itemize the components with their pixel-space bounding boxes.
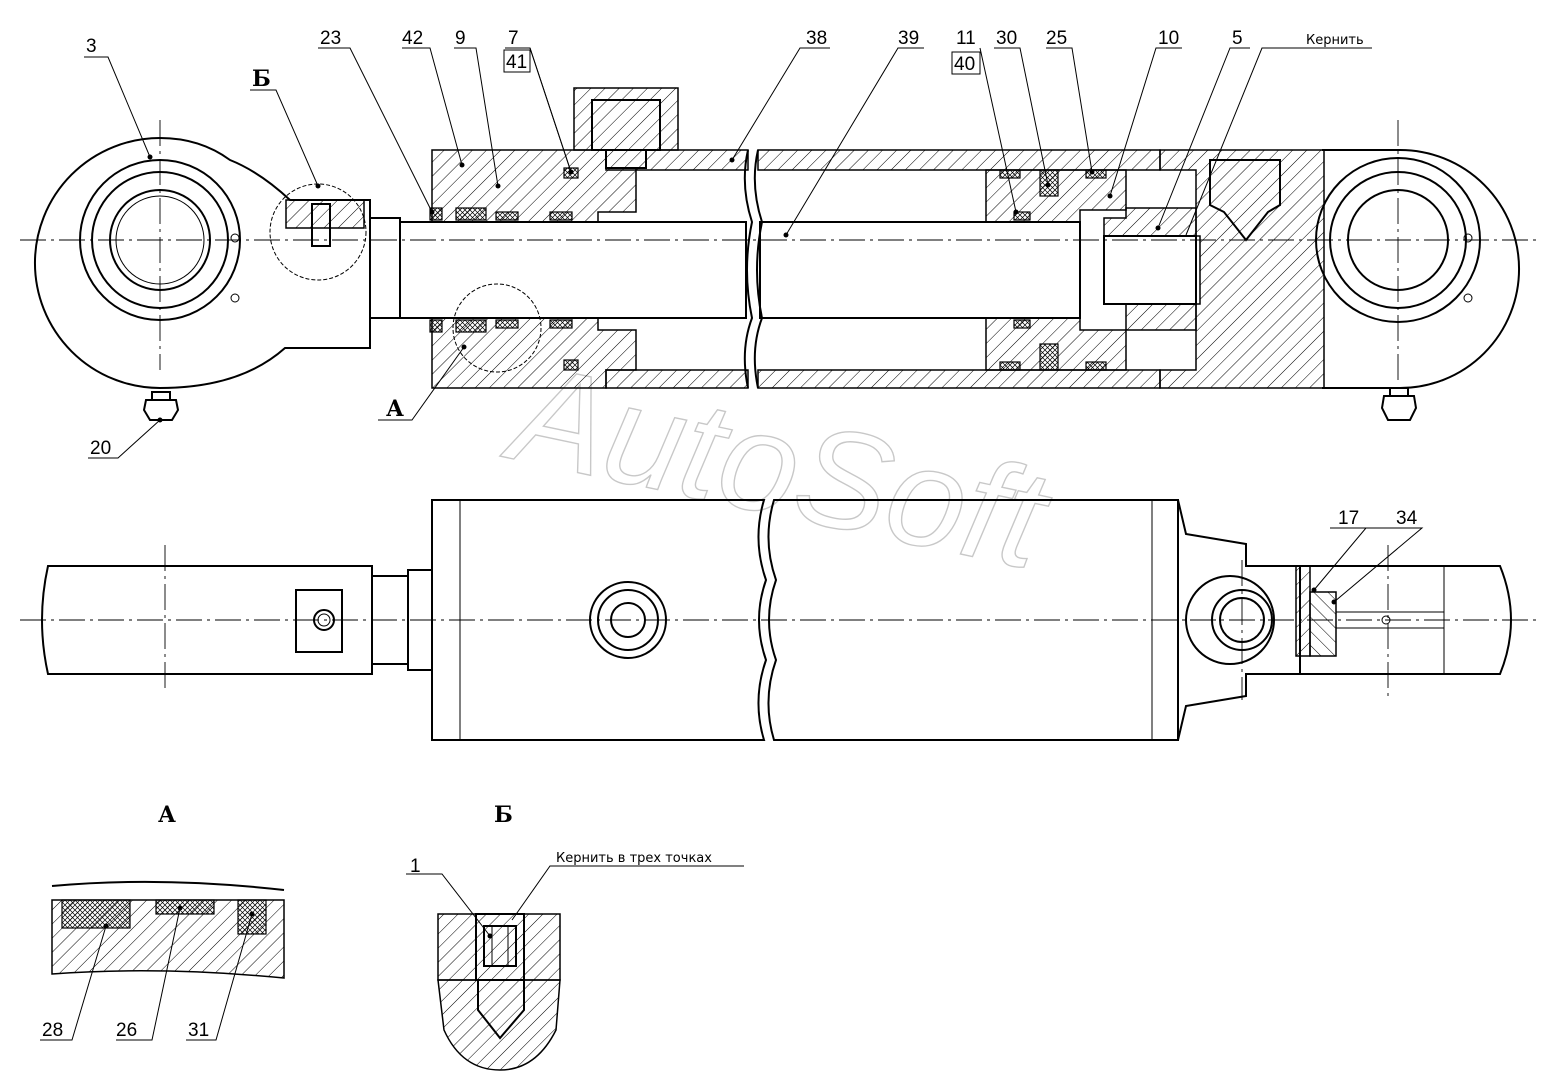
label-part-39: 39 <box>898 28 919 49</box>
label-part-28: 28 <box>42 1020 63 1041</box>
label-part-23: 23 <box>320 28 341 49</box>
label-part-1: 1 <box>410 856 421 877</box>
piston <box>985 169 1127 371</box>
label-part-17: 17 <box>1338 508 1359 529</box>
cylinder-section-view: 3 Б 23 42 9 7 41 38 39 11 40 30 25 10 5 … <box>20 28 1540 459</box>
piston-nut <box>1103 207 1197 331</box>
label-part-31: 31 <box>188 1020 209 1041</box>
detail-view-b: Б 1 Кернить в трех точках <box>406 802 744 1071</box>
label-part-25: 25 <box>1046 28 1067 49</box>
label-part-7: 7 <box>508 28 519 49</box>
label-detail-b-marker: Б <box>252 66 271 92</box>
label-part-11: 11 <box>956 28 976 49</box>
label-part-9: 9 <box>455 28 466 49</box>
label-part-38: 38 <box>806 28 827 49</box>
label-part-5: 5 <box>1232 28 1243 49</box>
label-part-10: 10 <box>1158 28 1179 49</box>
label-part-42: 42 <box>402 28 423 49</box>
left-eye <box>34 120 371 421</box>
barrel <box>605 149 1161 389</box>
label-part-34: 34 <box>1396 508 1418 529</box>
detail-view-a: А 28 26 31 <box>40 802 285 1041</box>
cylinder-plan-view: 17 34 <box>20 499 1540 741</box>
leader-lines <box>84 47 1372 459</box>
rear-cap <box>1159 120 1520 421</box>
gland <box>429 149 637 389</box>
piston-rod <box>369 217 1081 319</box>
label-part-26: 26 <box>116 1020 137 1041</box>
label-part-40: 40 <box>954 54 975 75</box>
detail-a-title: А <box>158 802 176 828</box>
label-part-20: 20 <box>90 438 111 459</box>
label-part-3: 3 <box>86 36 97 57</box>
label-part-41: 41 <box>506 52 527 73</box>
label-detail-a-marker: А <box>386 396 404 422</box>
label-part-30: 30 <box>996 28 1017 49</box>
label-kernit: Кернить <box>1306 33 1364 48</box>
label-kernit-three-points: Кернить в трех точках <box>556 851 712 866</box>
detail-b-title: Б <box>494 802 513 828</box>
